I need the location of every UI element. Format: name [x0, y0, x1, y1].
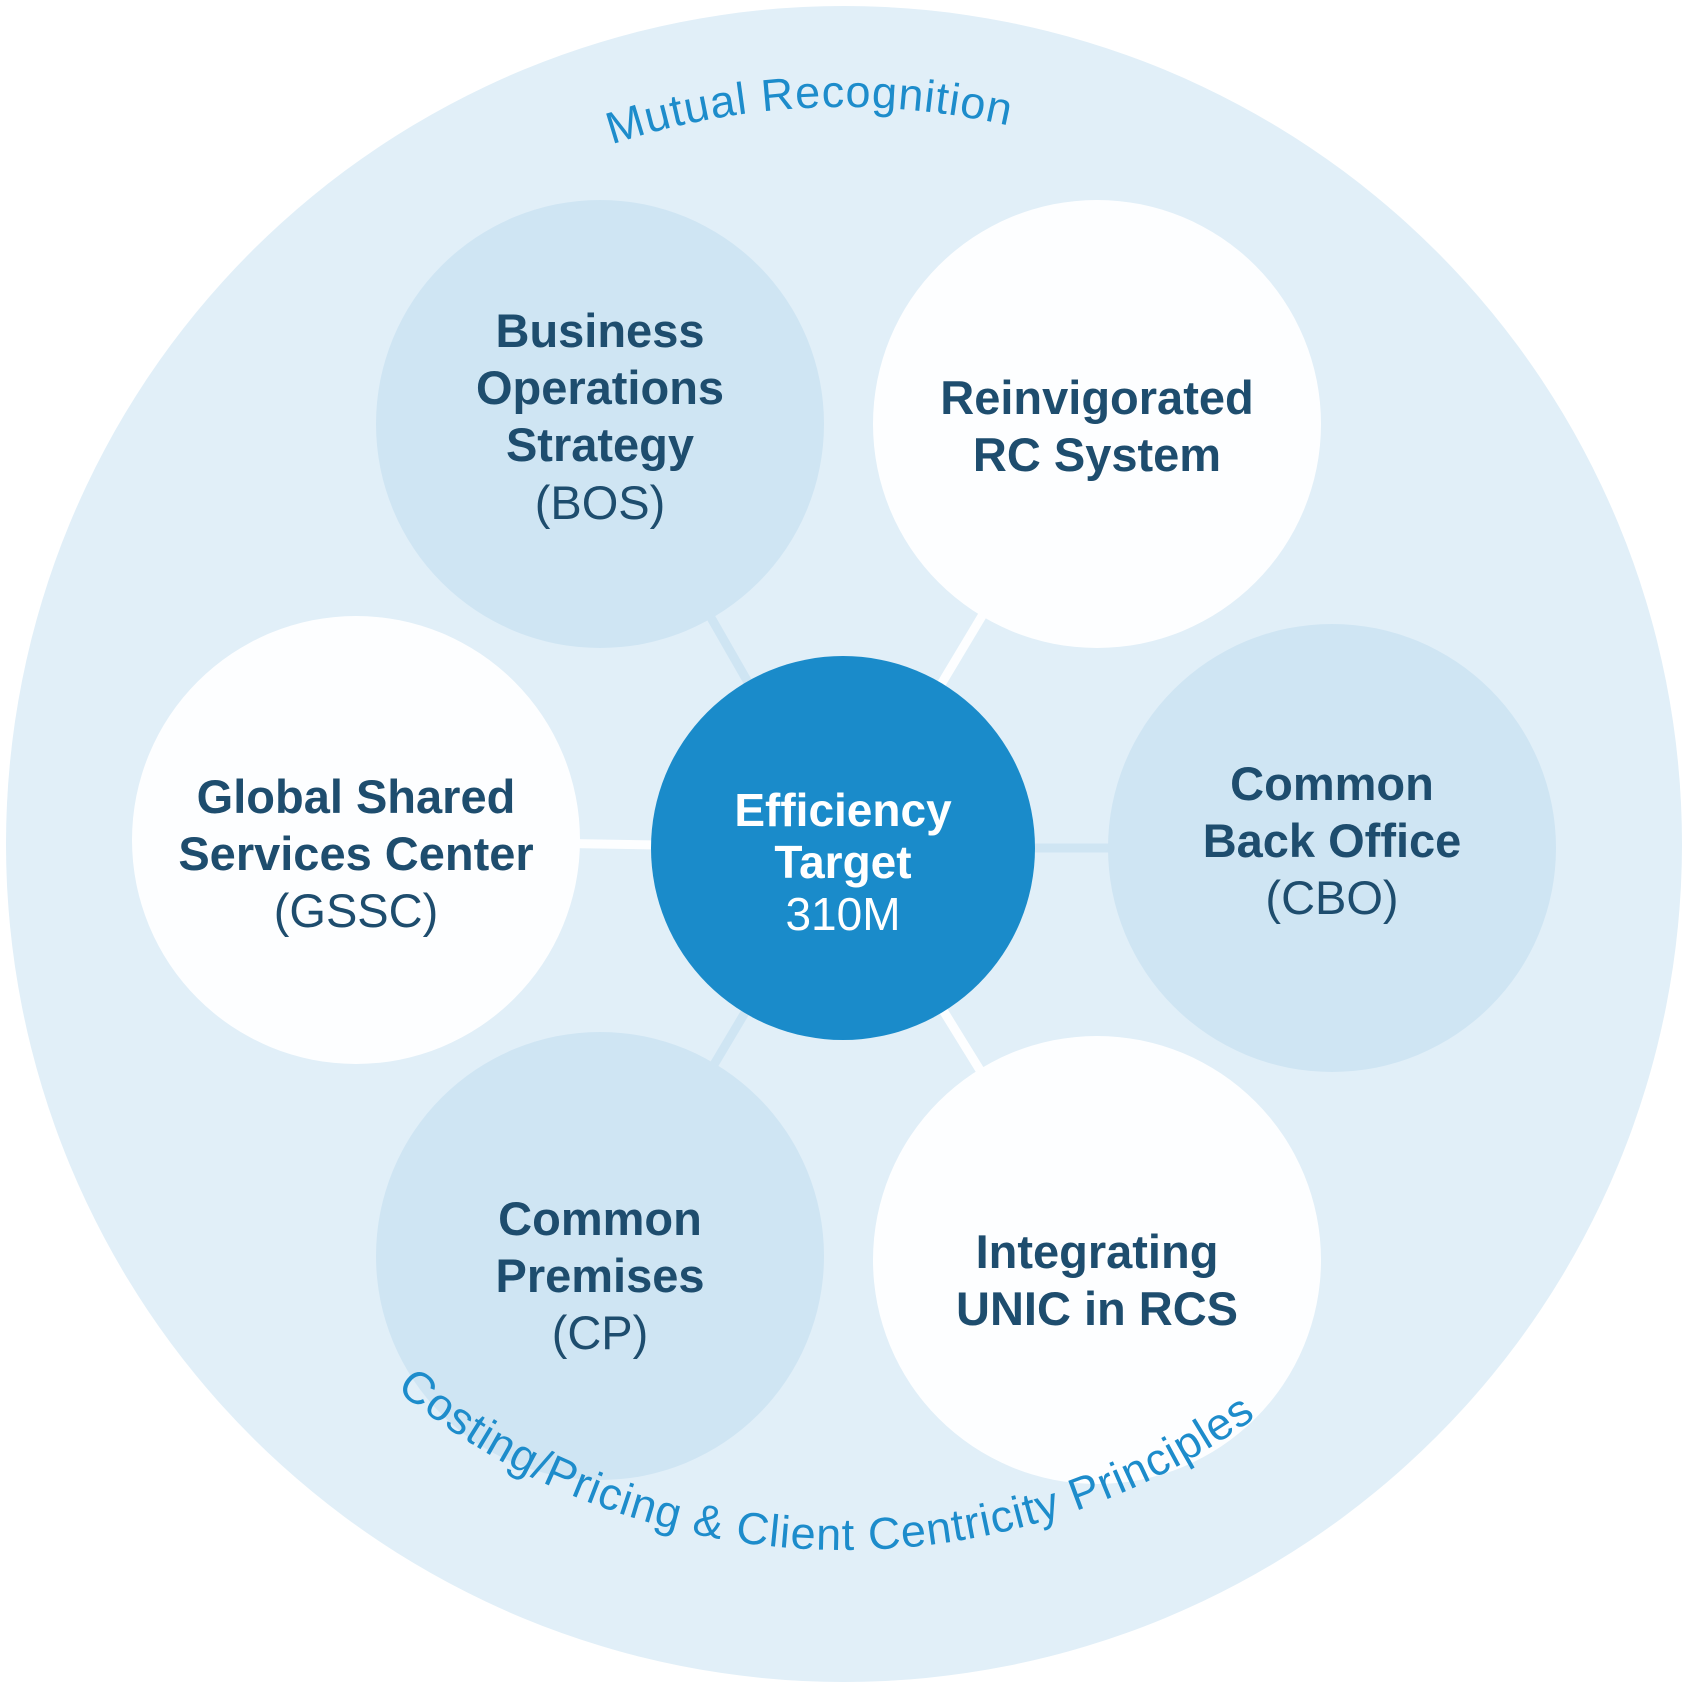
satellite-cbo: Common Back Office (CBO) — [1108, 624, 1556, 1072]
satellite-bos-label-line3: Strategy — [506, 418, 694, 471]
satellite-gssc-label-line2: Services Center — [178, 827, 533, 880]
satellite-cbo-abbr: (CBO) — [1265, 871, 1398, 924]
satellite-cp-label-line1: Common — [498, 1192, 702, 1245]
satellite-rc-system: Reinvigorated RC System — [873, 200, 1321, 648]
satellite-gssc-label-line1: Global Shared — [197, 770, 516, 823]
satellite-bos: Business Operations Strategy (BOS) — [376, 200, 824, 648]
satellite-gssc-abbr: (GSSC) — [274, 884, 439, 937]
satellite-cp-abbr: (CP) — [552, 1306, 649, 1359]
satellite-bos-label-line2: Operations — [476, 361, 724, 414]
satellite-bos-circle — [376, 200, 824, 648]
satellite-cp-label-line2: Premises — [495, 1249, 704, 1302]
satellite-gssc-circle — [132, 616, 580, 1064]
center-hub-label-line2: Target — [774, 836, 911, 888]
satellite-cp: Common Premises (CP) — [376, 1032, 824, 1480]
satellite-cbo-label-line1: Common — [1230, 757, 1434, 810]
satellite-cbo-label-line2: Back Office — [1203, 814, 1462, 867]
satellite-cbo-circle — [1108, 624, 1556, 1072]
satellite-unic-circle — [873, 1036, 1321, 1484]
satellite-rc-system-label-line2: RC System — [973, 428, 1221, 481]
center-hub-circle — [651, 656, 1035, 1040]
satellite-rc-system-circle — [873, 200, 1321, 648]
center-hub-label-line1: Efficiency — [734, 784, 952, 836]
satellite-rc-system-label-line1: Reinvigorated — [940, 371, 1253, 424]
center-hub-value: 310M — [785, 888, 900, 940]
satellite-cp-circle — [376, 1032, 824, 1480]
satellite-unic-label-line2: UNIC in RCS — [956, 1282, 1238, 1335]
satellite-unic: Integrating UNIC in RCS — [873, 1036, 1321, 1484]
satellite-bos-abbr: (BOS) — [535, 476, 666, 529]
satellite-unic-label-line1: Integrating — [976, 1225, 1219, 1278]
satellite-gssc: Global Shared Services Center (GSSC) — [132, 616, 580, 1064]
center-hub: Efficiency Target 310M — [651, 656, 1035, 1040]
satellite-bos-label-line1: Business — [496, 304, 705, 357]
